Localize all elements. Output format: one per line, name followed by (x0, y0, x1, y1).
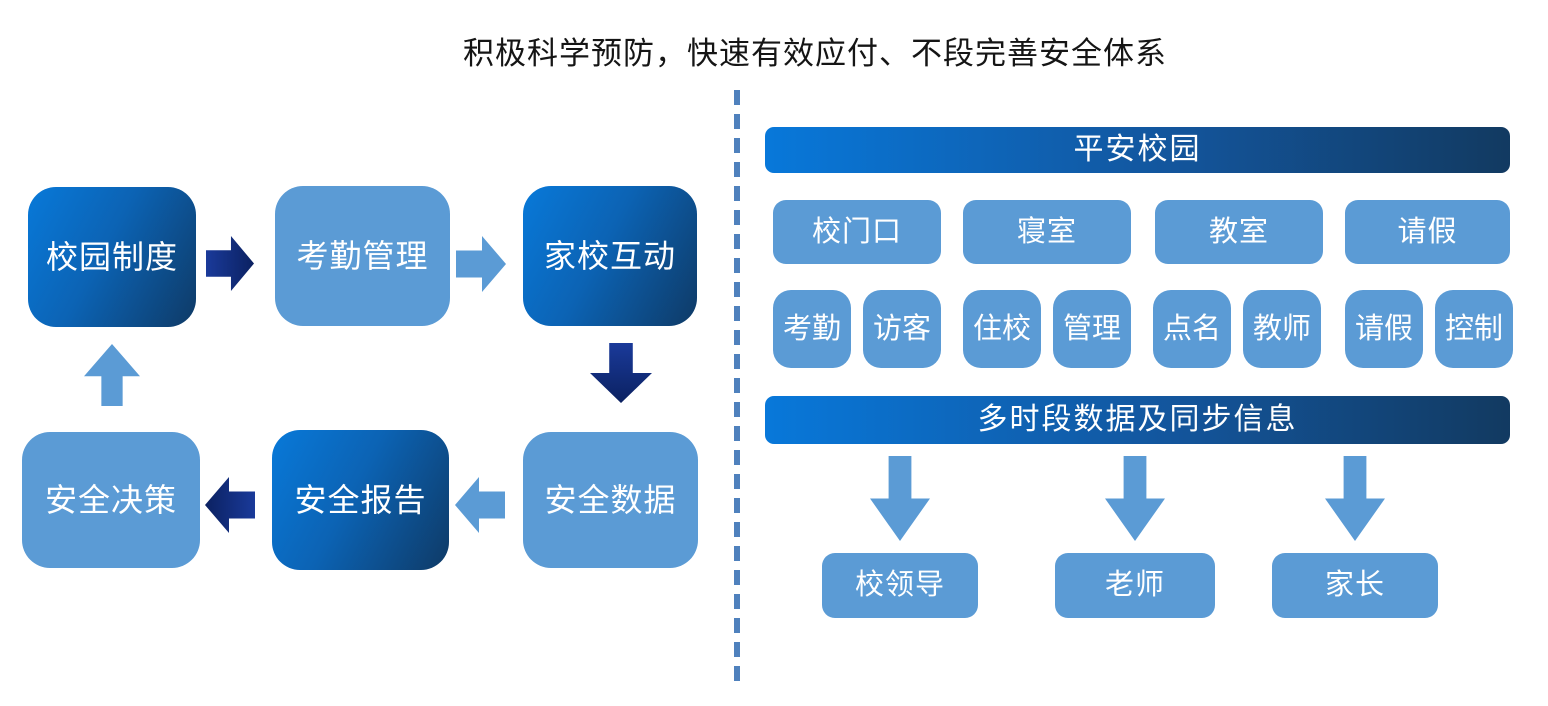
flow-box-home-school-interaction: 家校互动 (523, 186, 697, 326)
dashed-divider-line (734, 90, 740, 690)
location-box-school-gate: 校门口 (773, 200, 941, 264)
function-box-attendance: 考勤 (773, 290, 851, 368)
function-box-visitor: 访客 (863, 290, 941, 368)
function-box-control: 控制 (1435, 290, 1513, 368)
arrow-left-icon (455, 477, 505, 533)
recipient-box-school-leaders: 校领导 (822, 553, 978, 618)
arrow-down-icon (870, 456, 930, 541)
arrow-down-icon (1325, 456, 1385, 541)
panel-header-safe-campus: 平安校园 (765, 127, 1510, 173)
recipient-box-teachers: 老师 (1055, 553, 1215, 618)
flow-box-campus-rules: 校园制度 (28, 187, 196, 327)
function-box-boarding: 住校 (963, 290, 1041, 368)
function-box-rollcall: 点名 (1153, 290, 1231, 368)
location-box-classroom: 教室 (1155, 200, 1323, 264)
page-title: 积极科学预防，快速有效应付、不段完善安全体系 (463, 36, 1167, 71)
arrow-left-icon (205, 477, 255, 533)
flow-box-safety-report: 安全报告 (272, 430, 449, 570)
function-box-leave: 请假 (1345, 290, 1423, 368)
location-box-leave: 请假 (1345, 200, 1510, 264)
arrow-right-icon (206, 236, 254, 291)
function-box-management: 管理 (1053, 290, 1131, 368)
arrow-down-icon (590, 343, 652, 403)
location-box-dormitory: 寝室 (963, 200, 1131, 264)
flow-box-safety-decision: 安全决策 (22, 432, 200, 568)
flow-box-attendance-management: 考勤管理 (275, 186, 450, 326)
panel-header-multi-period-data: 多时段数据及同步信息 (765, 396, 1510, 444)
recipient-box-parents: 家长 (1272, 553, 1438, 618)
arrow-up-icon (84, 344, 140, 406)
flow-box-safety-data: 安全数据 (523, 432, 698, 568)
arrow-down-icon (1105, 456, 1165, 541)
function-box-teacher: 教师 (1243, 290, 1321, 368)
arrow-right-icon (456, 236, 506, 292)
